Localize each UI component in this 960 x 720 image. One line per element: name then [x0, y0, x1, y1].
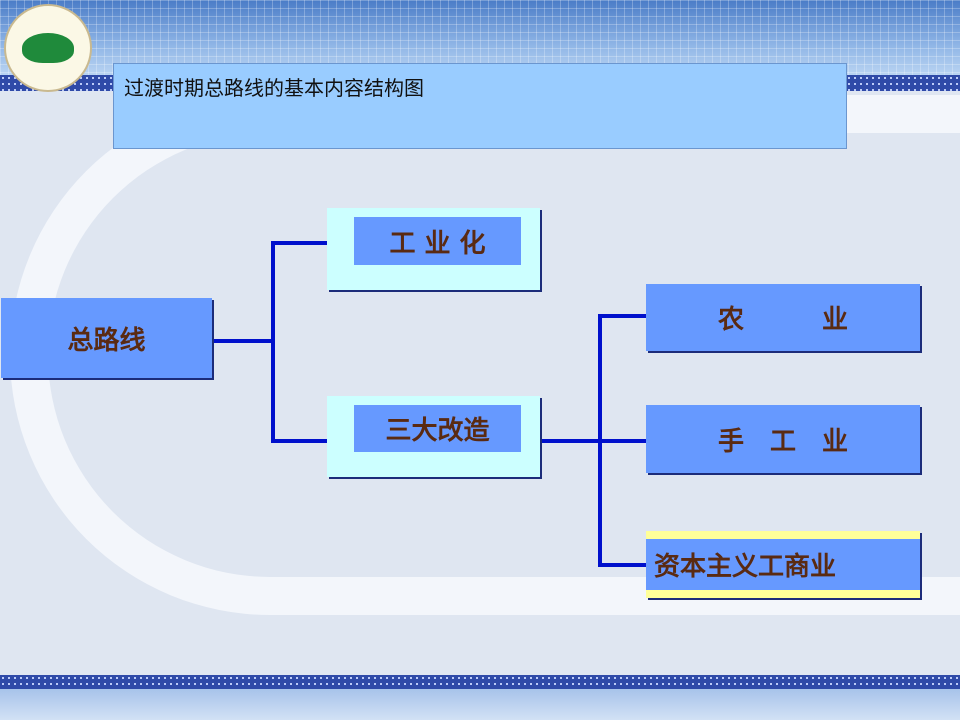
header-banner [0, 0, 960, 75]
footer-dotted-band [0, 675, 960, 689]
connector-line [212, 339, 275, 343]
tree-emblem-icon [22, 33, 74, 63]
node-inner: 工 业 化 [354, 217, 521, 265]
node-label: 农 业 [717, 305, 848, 335]
slide-title: 过渡时期总路线的基本内容结构图 [113, 63, 847, 149]
connector-line [271, 241, 327, 245]
connector-line [598, 563, 646, 567]
connector-line [271, 241, 275, 443]
node-industrialization: 工 业 化 [327, 208, 540, 290]
node-label: 总路线 [67, 325, 146, 356]
node-label: 资本主义工商业 [654, 552, 837, 582]
footer-band [0, 689, 960, 720]
node-root: 总路线 [1, 298, 212, 378]
node-label: 三大改造 [385, 416, 490, 446]
connector-line [271, 439, 327, 443]
node-label: 手 工 业 [717, 426, 848, 457]
connector-line [598, 314, 602, 567]
connector-line [598, 314, 646, 318]
node-handicraft: 手 工 业 [646, 405, 920, 473]
node-label: 工 业 化 [389, 228, 486, 259]
university-logo [4, 4, 92, 92]
node-capitalist-commerce: 资本主义工商业 [646, 531, 920, 598]
connector-line [540, 439, 646, 443]
node-inner: 三大改造 [354, 405, 521, 452]
node-agriculture: 农 业 [646, 284, 920, 351]
node-three-transformations: 三大改造 [327, 396, 540, 477]
